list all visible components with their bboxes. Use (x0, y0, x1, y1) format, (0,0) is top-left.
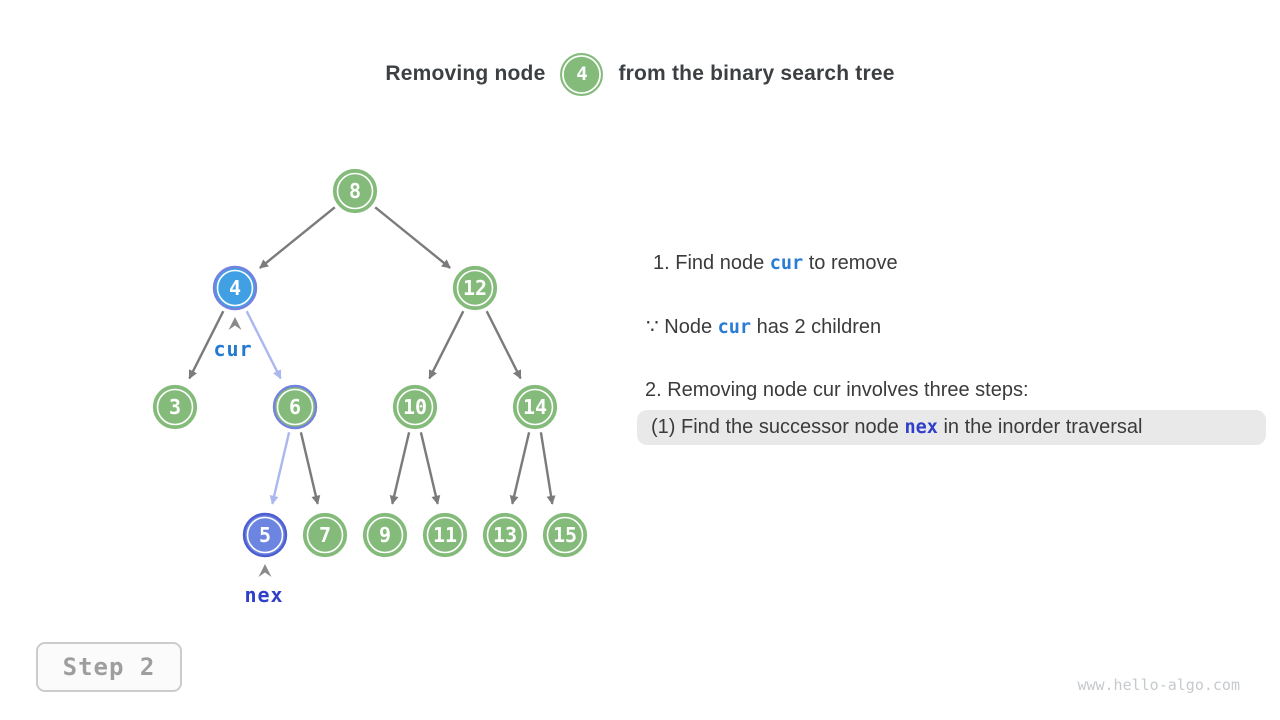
title-node-circle: 4 (560, 52, 604, 96)
edge-6-7 (299, 432, 321, 505)
nex-caret-icon (258, 564, 272, 577)
nex-pointer: nex (244, 564, 283, 607)
edge-14-13 (509, 432, 531, 505)
edge-12-10 (428, 310, 465, 380)
cur-caret-icon (228, 317, 242, 330)
edge-4-6-highlighted (245, 310, 282, 380)
note-line-1: 1. Find node cur to remove (653, 252, 898, 275)
edge-4-3 (188, 310, 225, 380)
note-2-pre: ∵ Node (646, 316, 718, 338)
watermark: www.hello-algo.com (1077, 676, 1240, 694)
svg-text:8: 8 (349, 179, 361, 203)
edge-10-11 (419, 432, 441, 505)
edge-10-9 (389, 432, 411, 505)
note-4-pre: (1) Find the successor node (651, 416, 905, 438)
tree-node-13: 13 (482, 512, 528, 558)
tree-node-4-cur: 4 (212, 265, 258, 311)
tree-node-12: 12 (452, 265, 498, 311)
note-3-text: 2. Removing node cur involves three step… (645, 379, 1029, 401)
note-4-post: in the inorder traversal (937, 416, 1143, 438)
edge-14-15 (539, 432, 556, 505)
title-suffix: from the binary search tree (618, 62, 895, 85)
note-1-pre: 1. Find node (653, 252, 770, 274)
tree-node-6-on-path: 6 (272, 384, 318, 430)
note-line-4-highlighted: (1) Find the successor node nex in the i… (637, 410, 1266, 445)
svg-text:6: 6 (289, 395, 301, 419)
step-badge: Step 2 (36, 642, 182, 692)
edge-8-12 (374, 206, 451, 269)
svg-text:12: 12 (463, 276, 487, 300)
note-1-cur-code: cur (769, 253, 804, 274)
note-4-nex-code: nex (904, 417, 938, 438)
step-badge-label: Step 2 (62, 653, 156, 681)
svg-text:3: 3 (169, 395, 181, 419)
note-2-cur-code: cur (717, 317, 752, 338)
svg-text:11: 11 (433, 523, 457, 547)
svg-text:13: 13 (493, 523, 517, 547)
tree-node-9: 9 (362, 512, 408, 558)
note-1-post: to remove (803, 252, 898, 274)
svg-text:9: 9 (379, 523, 391, 547)
note-line-2: ∵ Node cur has 2 children (646, 314, 881, 339)
tree-node-10: 10 (392, 384, 438, 430)
tree-edges (188, 206, 556, 505)
tree-node-3: 3 (152, 384, 198, 430)
svg-text:15: 15 (553, 523, 577, 547)
cur-pointer: cur (213, 317, 252, 361)
figure-title: Removing node 4 from the binary search t… (0, 50, 1280, 98)
title-node-value: 4 (576, 63, 588, 85)
tree-nodes: 8 4 12 3 6 (152, 168, 588, 558)
tree-node-5-nex: 5 (242, 512, 288, 558)
edge-6-5-highlighted (269, 432, 291, 505)
svg-text:5: 5 (259, 523, 271, 547)
edge-8-4 (259, 206, 336, 269)
tree-node-7: 7 (302, 512, 348, 558)
edge-12-14 (485, 310, 522, 380)
svg-text:14: 14 (523, 395, 547, 419)
svg-text:4: 4 (229, 276, 241, 300)
note-2-post: has 2 children (751, 316, 882, 338)
nex-pointer-label: nex (244, 583, 283, 607)
svg-text:10: 10 (403, 395, 427, 419)
tree-node-11: 11 (422, 512, 468, 558)
note-line-3: 2. Removing node cur involves three step… (645, 379, 1029, 402)
tree-node-8: 8 (332, 168, 378, 214)
title-prefix: Removing node (385, 62, 546, 85)
svg-text:7: 7 (319, 523, 331, 547)
tree-node-14: 14 (512, 384, 558, 430)
tree-node-15: 15 (542, 512, 588, 558)
cur-pointer-label: cur (213, 337, 252, 361)
